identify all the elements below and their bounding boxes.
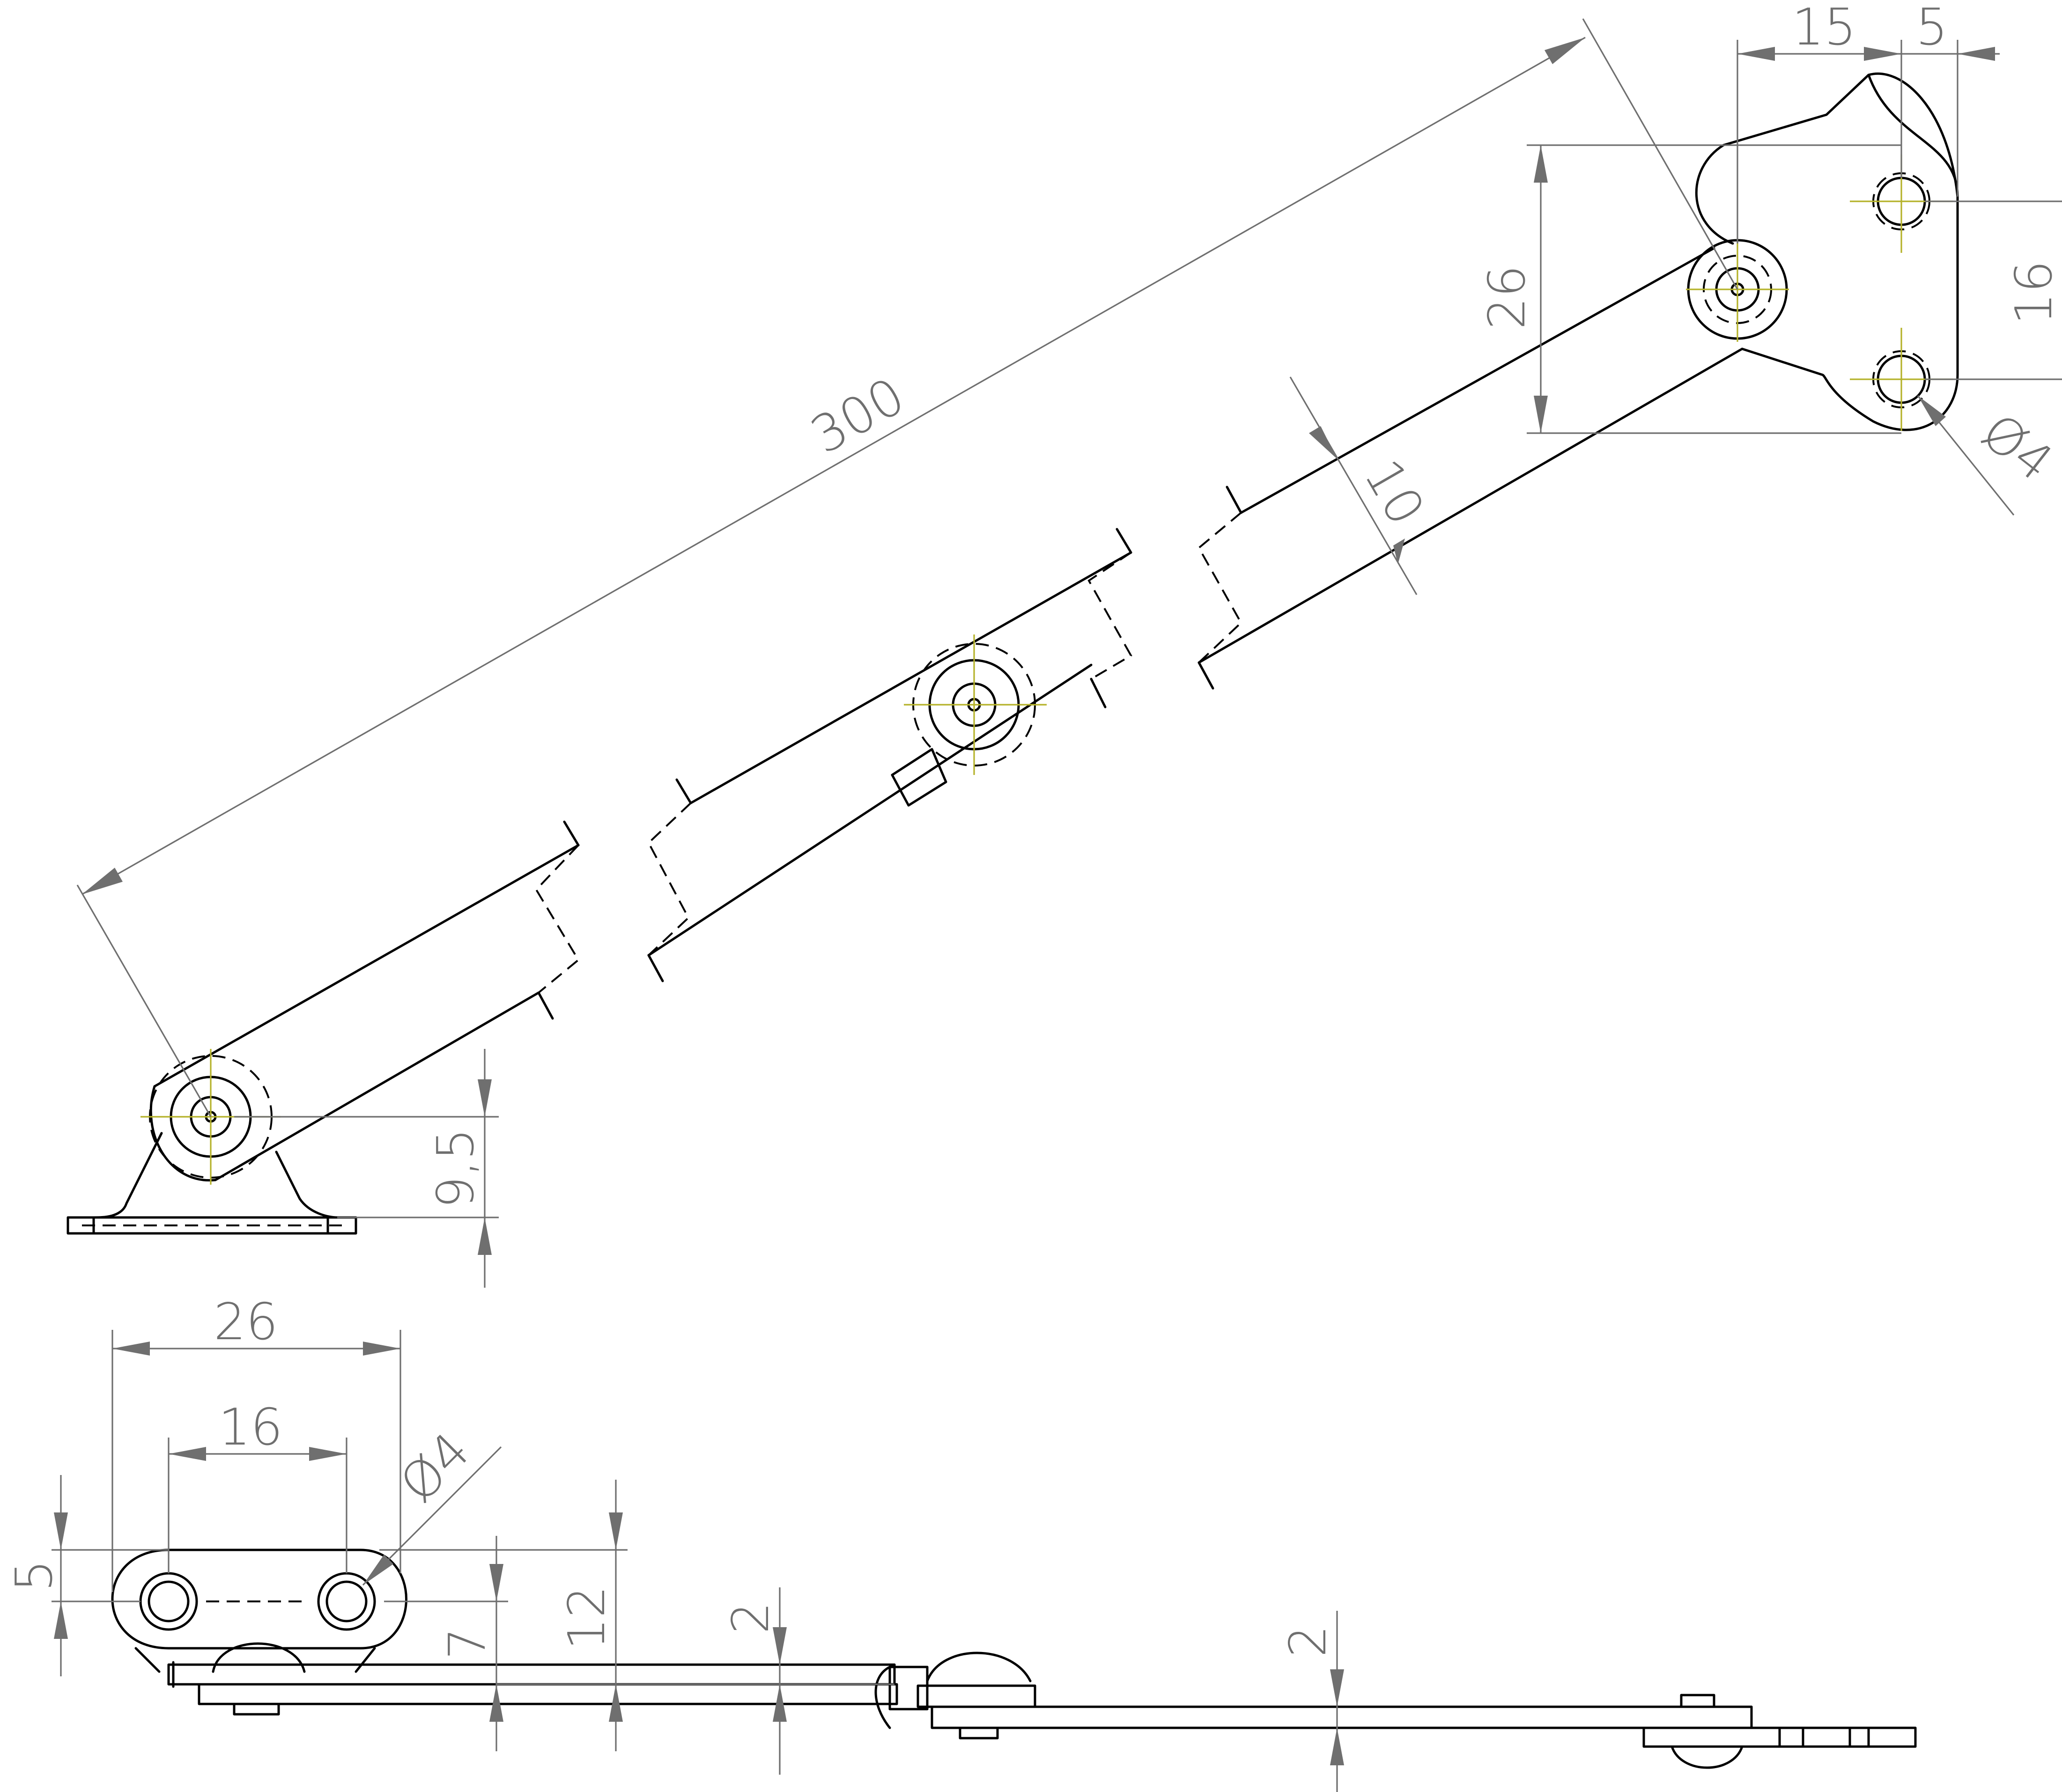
dim-label-5-top: 5	[1916, 0, 1948, 57]
base-bracket	[67, 1049, 357, 1235]
dim-label-7: 7	[438, 1628, 497, 1660]
dim-label-dia4-bottom: Ø4	[389, 1422, 481, 1514]
dimension-2-b: 2	[1279, 1611, 1344, 1792]
dimension-dia4-bottom: Ø4	[362, 1422, 502, 1586]
dim-label-26-bottom: 26	[214, 1293, 278, 1351]
upper-arm	[1197, 247, 1744, 690]
dimension-26-bottom: 26	[111, 1293, 401, 1592]
bars	[167, 1652, 1917, 1769]
dim-label-2-a: 2	[722, 1602, 780, 1634]
dimension-9-5: 9,5	[234, 1049, 499, 1288]
dimension-26-top: 26	[1478, 144, 1901, 434]
dim-label-300: 300	[801, 367, 914, 465]
dim-label-26-top: 26	[1478, 265, 1537, 329]
dimension-16-bottom: 16	[168, 1398, 347, 1573]
dimension-10: 10	[1289, 376, 1435, 595]
middle-arm	[647, 528, 1132, 982]
dim-label-10: 10	[1352, 450, 1435, 535]
dimension-15-5: 15 5	[1737, 0, 2000, 243]
top-bracket-centerlines	[1686, 155, 1953, 431]
dimension-dia4-top: Ø4	[1917, 395, 2062, 516]
dimension-5-bottom: 5	[5, 1475, 169, 1676]
top-bracket	[1687, 72, 1959, 431]
dimension-16-top: 16	[1925, 200, 2062, 380]
dim-label-15: 15	[1792, 0, 1856, 57]
dimension-7-12: 7 12	[379, 1480, 894, 1751]
dim-label-12: 12	[558, 1586, 616, 1650]
base-plate	[111, 1549, 407, 1673]
dim-label-5-bottom: 5	[5, 1560, 64, 1592]
dimension-2-a: 2	[722, 1587, 787, 1775]
dim-label-9-5: 9,5	[427, 1128, 485, 1209]
top-view: 26 16 Ø4 5	[5, 1293, 1917, 1792]
dim-label-16-top: 16	[2005, 260, 2062, 324]
dimension-300: 300	[76, 18, 1738, 1117]
front-view: 300 15 5 26 16	[67, 0, 2062, 1288]
dim-label-2-b: 2	[1279, 1625, 1338, 1658]
lower-arm	[153, 820, 580, 1181]
dim-label-16-bottom: 16	[218, 1398, 282, 1457]
